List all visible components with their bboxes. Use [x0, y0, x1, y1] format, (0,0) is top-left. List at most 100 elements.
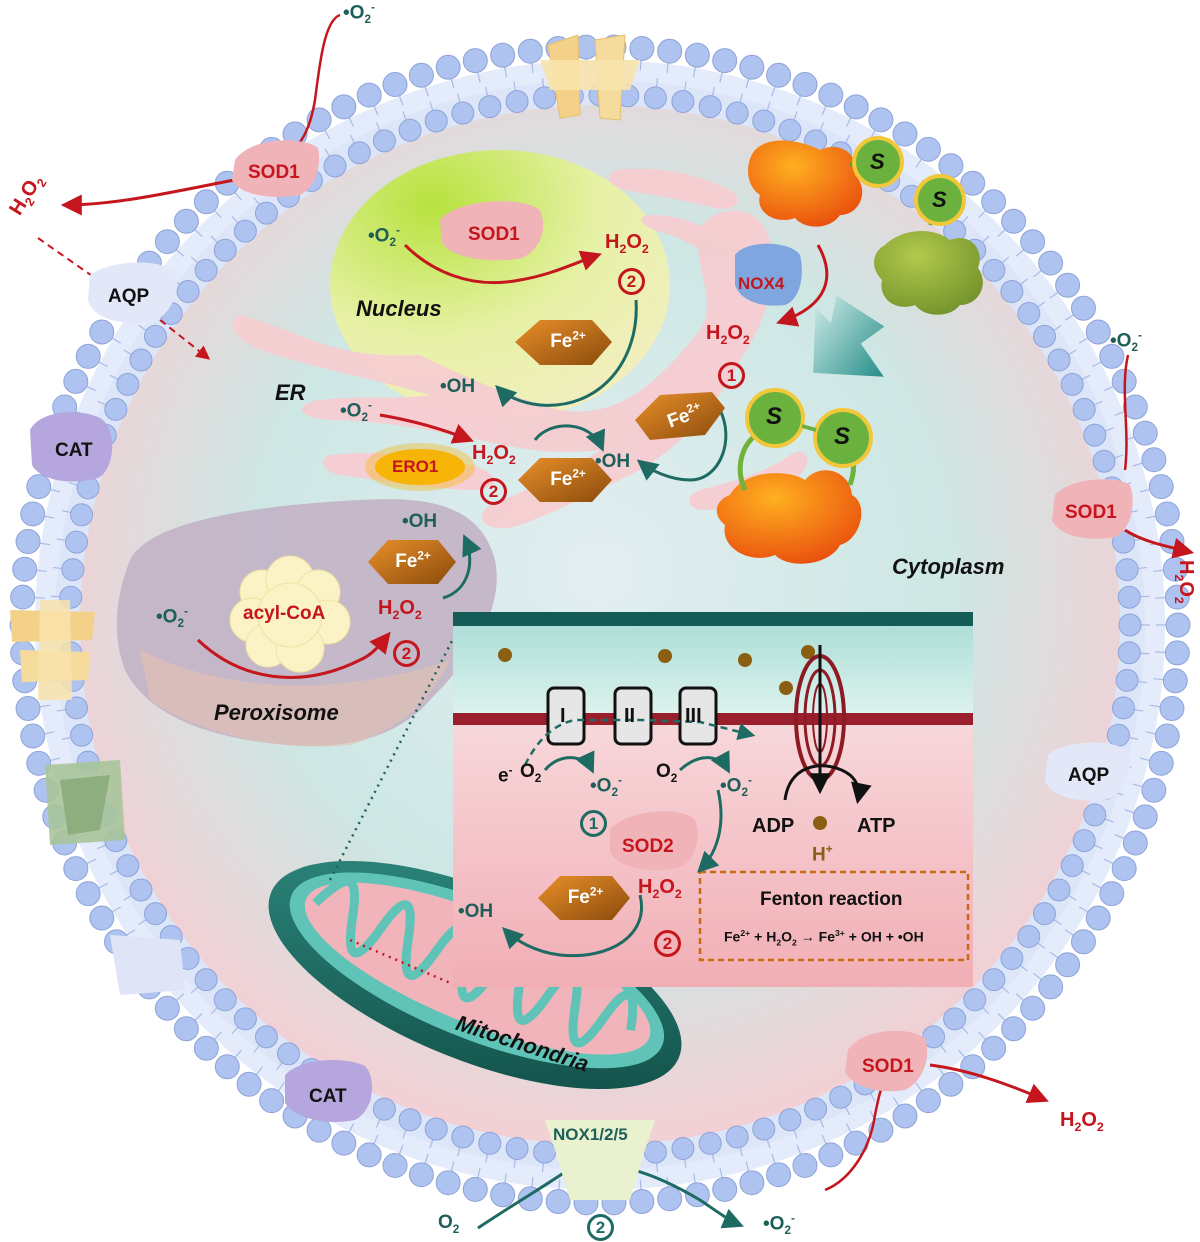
lipid-head: [70, 723, 94, 747]
step-2-nucleus: 2: [618, 268, 645, 295]
lipid-head: [517, 38, 543, 64]
lipid-head: [1000, 947, 1024, 971]
lipid-head: [1154, 501, 1180, 527]
lipid-head: [1141, 777, 1167, 803]
lipid-head: [684, 42, 710, 68]
h2o2-bottom-right: H2O2: [1060, 1109, 1104, 1134]
aqp-label-left: AQP: [108, 286, 150, 307]
acyl-coa-cloud: [229, 555, 351, 673]
lipid-head: [1060, 372, 1084, 396]
aqp-blob-left: [88, 262, 178, 324]
lipid-head: [331, 94, 357, 120]
lipid-head: [1111, 530, 1135, 554]
h2o2-to-aqp-dashed: [37, 237, 106, 286]
er-h2o2-to-oh: [533, 424, 606, 452]
fe-text: Fe2+: [395, 550, 431, 573]
lipid-head: [63, 856, 89, 882]
lipid-head: [545, 1188, 571, 1214]
cat-label-bottom: CAT: [309, 1086, 347, 1107]
step-2-nox: 2: [587, 1214, 614, 1241]
fenton-box: [698, 870, 970, 962]
lipid-head: [829, 1085, 853, 1109]
lipid-head: [194, 968, 218, 992]
lipid-head: [15, 528, 41, 554]
channel-protein-left: [10, 600, 95, 700]
nucleus-superoxide-to-h2o2: [403, 243, 602, 285]
s-label-2: S: [932, 187, 947, 212]
nox4-blob: [735, 243, 802, 306]
lipid-head: [698, 1131, 722, 1155]
lipid-head: [20, 501, 46, 527]
step-2-er: 2: [480, 478, 507, 505]
lipid-head: [1111, 856, 1137, 882]
lipid-head: [1118, 613, 1142, 637]
protein-to-nox4-arrow: [776, 244, 829, 327]
h2o2-nucleus: H2O2: [605, 231, 649, 256]
s-label-3: S: [766, 403, 783, 430]
lipid-head: [1070, 295, 1096, 321]
lipid-head: [144, 324, 168, 348]
lipid-head: [382, 72, 408, 98]
lipid-head: [478, 95, 502, 119]
complex-1-label: I: [560, 705, 566, 727]
lipid-head: [1020, 995, 1046, 1021]
lipid-head: [306, 1117, 332, 1143]
superoxide-bottom: •O2-: [763, 1212, 795, 1238]
lipid-head: [533, 1140, 557, 1164]
lipid-head: [1132, 420, 1158, 446]
lipid-head: [843, 94, 869, 120]
lipid-head: [194, 258, 218, 282]
lipid-head: [408, 62, 434, 88]
lipid-head: [1072, 829, 1096, 853]
lipid-head: [1085, 905, 1111, 931]
lipid-head: [629, 1188, 655, 1214]
atp-label: ATP: [857, 815, 896, 837]
lipid-head: [435, 1170, 461, 1196]
perox-superoxide-to-h2o2: [196, 631, 391, 679]
lipid-head: [739, 54, 765, 80]
sod2-blob: [610, 811, 698, 871]
pale-channel-bottom-left: [110, 935, 185, 995]
o2-inset-2: O2: [656, 761, 678, 785]
er-label: ER: [275, 380, 306, 405]
lipid-head: [451, 1125, 475, 1149]
s-circle-3: [745, 388, 805, 448]
lipid-head: [15, 696, 41, 722]
lipid-head: [61, 558, 85, 582]
er-superoxide-to-h2o2: [379, 413, 474, 444]
lipid-head: [129, 878, 153, 902]
s-label-4: S: [834, 423, 851, 450]
s-label-1: S: [870, 149, 885, 174]
fe-hexagon-er-shape: [518, 458, 612, 502]
sod1-blob-top: [232, 140, 320, 197]
inset-o2-to-superoxide-2: [678, 750, 730, 774]
lipid-head: [213, 988, 237, 1012]
lipid-head: [792, 72, 818, 98]
o2-inset-1: O2: [520, 761, 542, 785]
lipid-head: [657, 1186, 683, 1212]
lipid-head: [1141, 447, 1167, 473]
lipid-head: [981, 1035, 1007, 1061]
sod1-label-bottom: SOD1: [862, 1056, 914, 1077]
sod1-blob-bottom: [845, 1030, 928, 1092]
lipid-head: [533, 86, 557, 110]
lipid-head: [915, 136, 941, 162]
fe-label-perox: Fe2+: [378, 550, 448, 573]
lipid-head: [233, 219, 257, 243]
lipid-head: [1083, 423, 1107, 447]
right-superoxide-to-sod1: [1123, 354, 1130, 471]
lipid-head: [1148, 474, 1174, 500]
lipid-head: [1072, 397, 1096, 421]
lipid-head: [323, 154, 347, 178]
lipid-head: [116, 372, 140, 396]
lipid-head: [712, 48, 738, 74]
superoxide-perox: •O2-: [156, 605, 188, 631]
lipid-head: [960, 170, 986, 196]
lipid-head: [129, 348, 153, 372]
cat-label-left: CAT: [55, 440, 93, 461]
lipid-head: [398, 118, 422, 142]
adp-label: ADP: [752, 815, 795, 837]
cat-blob-bottom: [285, 1059, 373, 1123]
lipid-head: [26, 750, 52, 776]
lipid-head: [1047, 878, 1071, 902]
